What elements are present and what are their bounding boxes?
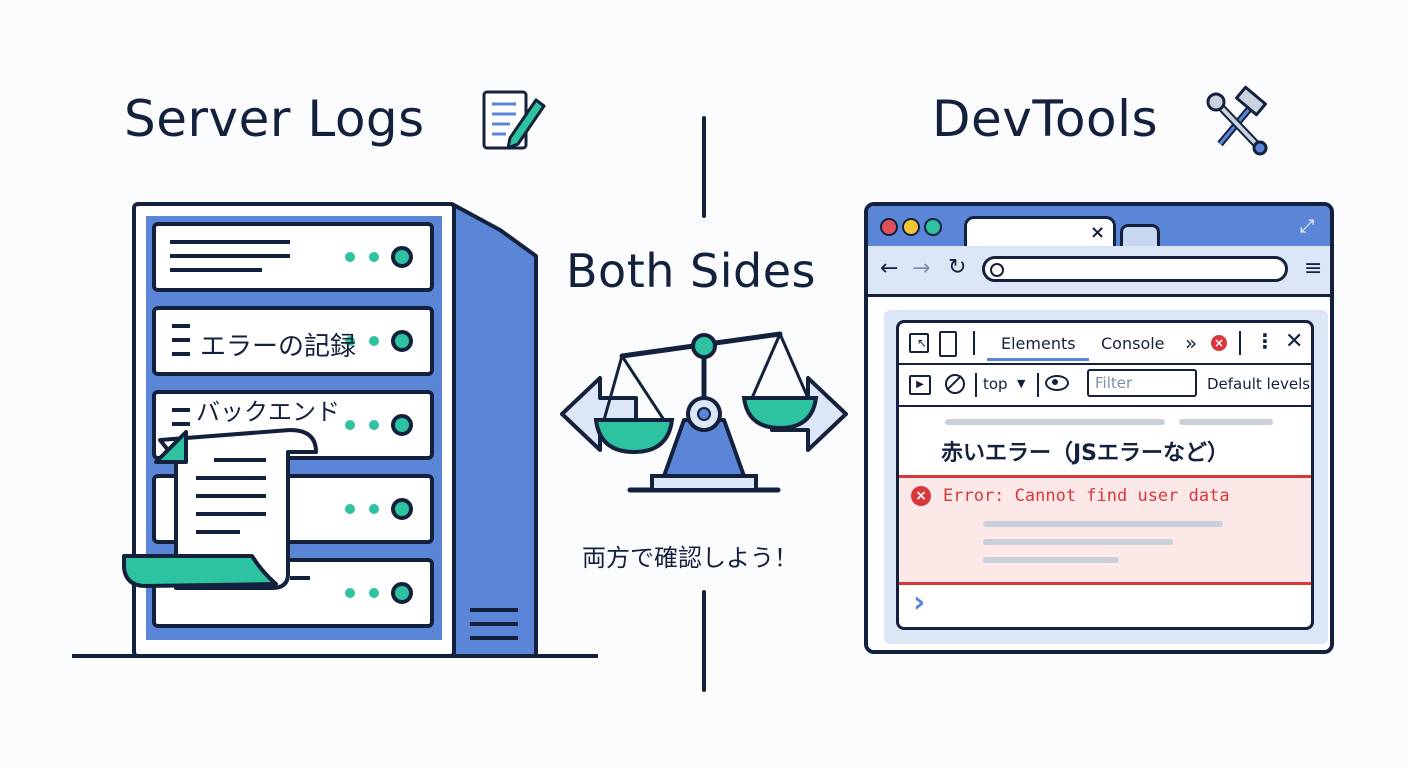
- console-error-row[interactable]: [899, 475, 1311, 585]
- toolbar-divider: [975, 373, 977, 397]
- console-error-message: Error: Cannot find user data: [943, 486, 1230, 506]
- more-tabs-chevron-icon[interactable]: »: [1185, 331, 1198, 355]
- context-select[interactable]: top: [983, 375, 1008, 393]
- stack-trace-line: [983, 557, 1119, 563]
- rack-led: [369, 252, 379, 262]
- devtools-tab-row: [899, 323, 1311, 365]
- window-close-dot[interactable]: [880, 218, 898, 236]
- rack-label-backend: バックエンド: [196, 398, 340, 426]
- rack-led: [345, 588, 355, 598]
- tab-divider: [973, 331, 975, 355]
- rack-led: [345, 336, 355, 346]
- rack-led: [369, 420, 379, 430]
- tab-close-icon[interactable]: ×: [1090, 222, 1106, 243]
- error-icon: ×: [911, 486, 931, 506]
- rack-power-led: [391, 246, 413, 268]
- tab-elements-underline: [987, 358, 1089, 361]
- url-input[interactable]: [982, 256, 1288, 282]
- server-logs-title: Server Logs: [124, 90, 425, 148]
- sidebar-toggle-icon[interactable]: ▶: [909, 375, 931, 395]
- rack-power-led: [391, 414, 413, 436]
- tab-elements[interactable]: Elements: [1001, 334, 1076, 353]
- url-search-icon: [990, 263, 1004, 277]
- filter-input[interactable]: Filter: [1087, 369, 1197, 397]
- eye-pupil: [1052, 379, 1058, 385]
- rack-unit: [152, 306, 434, 376]
- inspect-cursor-icon[interactable]: ↖: [909, 333, 929, 353]
- console-prompt-icon[interactable]: ›: [913, 585, 926, 620]
- console-placeholder-line: [1179, 419, 1273, 425]
- context-caret-icon[interactable]: ▼: [1017, 377, 1026, 390]
- forward-arrow-icon[interactable]: →: [912, 256, 931, 281]
- rack-led: [345, 420, 355, 430]
- clear-console-icon[interactable]: [945, 374, 965, 394]
- rack-led: [369, 336, 379, 346]
- toolbar-divider-2: [1037, 373, 1039, 397]
- rack-led: [345, 504, 355, 514]
- rack-led: [369, 588, 379, 598]
- window-maximize-dot[interactable]: [924, 218, 942, 236]
- rack-led: [345, 252, 355, 262]
- back-arrow-icon[interactable]: ←: [880, 256, 899, 281]
- devtools-panel: ↖ Elements Console » × ⋮ ✕ ▶ top ▼ Filte…: [896, 320, 1314, 630]
- reload-icon[interactable]: ↻: [948, 255, 967, 280]
- rack-power-led: [391, 498, 413, 520]
- kebab-menu-icon[interactable]: ⋮: [1255, 329, 1275, 353]
- stack-trace-line: [983, 539, 1173, 545]
- rack-power-led: [391, 330, 413, 352]
- devtools-close-icon[interactable]: ✕: [1285, 329, 1304, 354]
- menu-hamburger-icon[interactable]: ≡: [1304, 256, 1323, 281]
- rack-power-led: [391, 582, 413, 604]
- console-placeholder-line: [945, 419, 1165, 425]
- tab-divider-2: [1239, 331, 1241, 355]
- tab-console[interactable]: Console: [1101, 334, 1165, 353]
- expand-window-icon[interactable]: ⤢: [1300, 216, 1315, 237]
- window-minimize-dot[interactable]: [902, 218, 920, 236]
- stack-trace-line: [983, 521, 1223, 527]
- both-sides-title: Both Sides: [566, 244, 816, 298]
- log-levels-select[interactable]: Default levels: [1207, 375, 1311, 393]
- console-annotation: 赤いエラー（JSエラーなど）: [941, 441, 1230, 466]
- rack-label-error: エラーの記録: [200, 332, 357, 362]
- live-expression-eye-icon[interactable]: [1045, 375, 1069, 391]
- console-toolbar: [899, 365, 1311, 407]
- device-toggle-icon[interactable]: [939, 331, 957, 357]
- confirm-caption: 両方で確認しよう！: [582, 544, 798, 572]
- error-count-badge-icon[interactable]: ×: [1211, 335, 1227, 351]
- devtools-title: DevTools: [932, 90, 1159, 148]
- rack-led: [369, 504, 379, 514]
- browser-tab-new[interactable]: [1120, 224, 1160, 251]
